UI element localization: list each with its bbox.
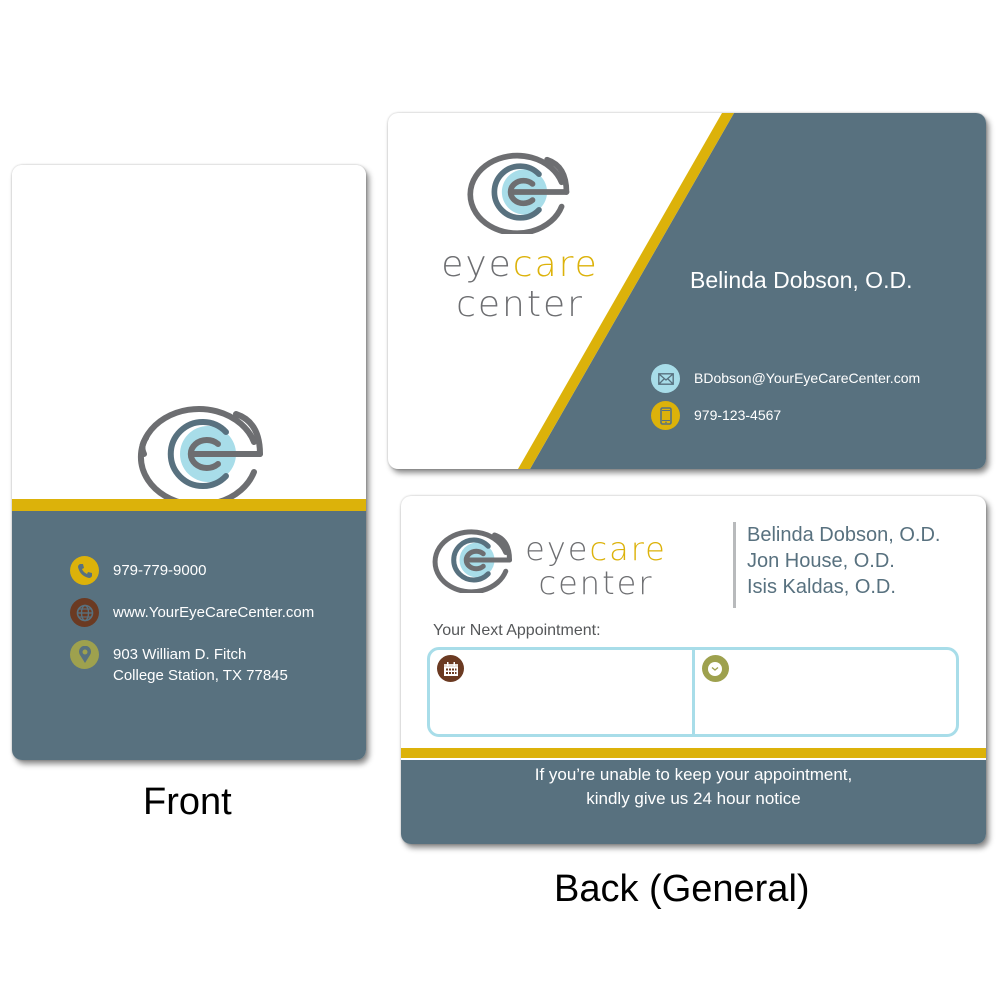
address-line-1: 903 William D. Fitch — [113, 646, 247, 663]
contact-website: www.YourEyeCareCenter.com — [70, 598, 314, 627]
clock-icon — [701, 655, 729, 682]
eye-logo-icon — [467, 152, 570, 234]
doctor-name: Belinda Dobson, O.D. — [747, 524, 941, 546]
location-pin-icon — [70, 640, 99, 669]
appointment-time-field[interactable] — [691, 650, 957, 734]
brand-word-care: care — [512, 244, 599, 285]
brand-wordmark: eyecare center — [521, 533, 671, 599]
front-card-bottom: 979-779-9000 www.YourEyeCareCenter.com 9… — [12, 511, 366, 760]
address-text: 903 William D. Fitch College Station, TX… — [113, 640, 288, 686]
gold-stripe — [401, 748, 986, 758]
calendar-icon — [437, 655, 464, 682]
brand-word-care: care — [589, 530, 667, 568]
caption-front: Front — [143, 781, 232, 823]
back-general-card: eyecare center Belinda Dobson, O.D. Jon … — [401, 496, 986, 844]
mobile-text: 979-123-4567 — [694, 407, 782, 423]
notice-panel: If you’re unable to keep your appointmen… — [401, 760, 986, 844]
brand-word-center: center — [538, 564, 654, 602]
contact-email: BDobson@YourEyeCareCenter.com — [651, 364, 920, 393]
envelope-icon — [651, 364, 680, 393]
eye-logo-icon — [432, 529, 512, 593]
doctor-name: Isis Kaldas, O.D. — [747, 576, 896, 598]
appointment-date-field[interactable] — [430, 650, 692, 734]
contact-address: 903 William D. Fitch College Station, TX… — [70, 640, 288, 686]
website-text: www.YourEyeCareCenter.com — [113, 604, 315, 621]
email-text: BDobson@YourEyeCareCenter.com — [694, 370, 921, 386]
notice-line-1: If you’re unable to keep your appointmen… — [534, 765, 853, 784]
notice-line-2: kindly give us 24 hour notice — [586, 789, 801, 808]
mobile-phone-icon — [651, 401, 680, 430]
phone-text: 979-779-9000 — [113, 562, 207, 579]
brand-word-eye: eye — [525, 530, 590, 568]
back-personal-card: eyecare center Belinda Dobson, O.D. BDob… — [388, 113, 986, 469]
appointment-box — [427, 647, 959, 737]
phone-icon — [70, 556, 99, 585]
contact-phone: 979-779-9000 — [70, 556, 206, 585]
appointment-label: Your Next Appointment: — [433, 622, 601, 639]
eye-logo-icon — [137, 406, 263, 506]
contact-mobile: 979-123-4567 — [651, 401, 781, 430]
caption-back-general: Back (General) — [554, 868, 810, 910]
doctor-name: Belinda Dobson, O.D. — [690, 267, 913, 293]
brand-word-center: center — [456, 284, 584, 325]
brand-wordmark: eyecare center — [420, 247, 620, 323]
diagonal-panel — [518, 113, 986, 469]
gold-stripe — [12, 499, 366, 511]
front-card: eyecare center 979-779-9000 www.YourEyeC… — [12, 165, 366, 760]
brand-word-eye: eye — [441, 244, 513, 285]
doctor-name: Jon House, O.D. — [747, 550, 895, 572]
doctor-list: Belinda Dobson, O.D. Jon House, O.D. Isi… — [733, 522, 940, 608]
address-line-2: College Station, TX 77845 — [113, 667, 288, 684]
globe-icon — [70, 598, 99, 627]
